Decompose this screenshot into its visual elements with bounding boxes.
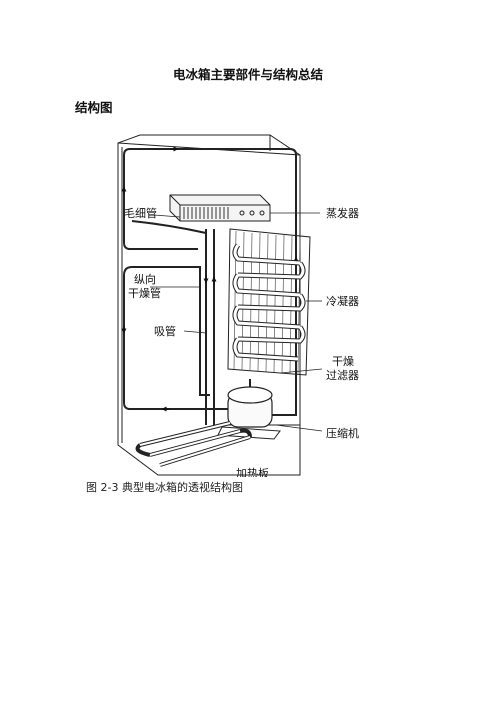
label-suction-pipe: 吸管 (154, 324, 176, 338)
refrigerant-lines (123, 148, 297, 425)
evaporator (169, 194, 271, 222)
section-heading: 结构图 (75, 100, 113, 115)
figure-caption: 图 2-3 典型电冰箱的透视结构图 (86, 481, 243, 494)
label-longitudinal-dryer-2: 干燥管 (128, 286, 161, 300)
label-filter-dryer-2: 过滤器 (326, 369, 359, 382)
cabinet-outline (117, 134, 301, 476)
condenser-coil (227, 228, 311, 376)
leader-lines (150, 212, 323, 432)
label-compressor: 压缩机 (326, 426, 359, 440)
label-condenser: 冷凝器 (326, 294, 359, 308)
label-heater-plate: 加热板 (236, 466, 269, 477)
label-evaporator: 蒸发器 (326, 206, 359, 220)
label-filter-dryer-1: 干燥 (332, 355, 354, 368)
label-longitudinal-dryer-1: 纵向 (134, 272, 156, 286)
document-title: 电冰箱主要部件与结构总结 (172, 67, 323, 82)
label-capillary: 毛细管 (124, 206, 157, 220)
refrigerator-diagram: 毛细管 蒸发器 纵向 干燥管 吸管 冷凝器 干燥 过滤器 压缩机 加热板 (117, 134, 359, 477)
